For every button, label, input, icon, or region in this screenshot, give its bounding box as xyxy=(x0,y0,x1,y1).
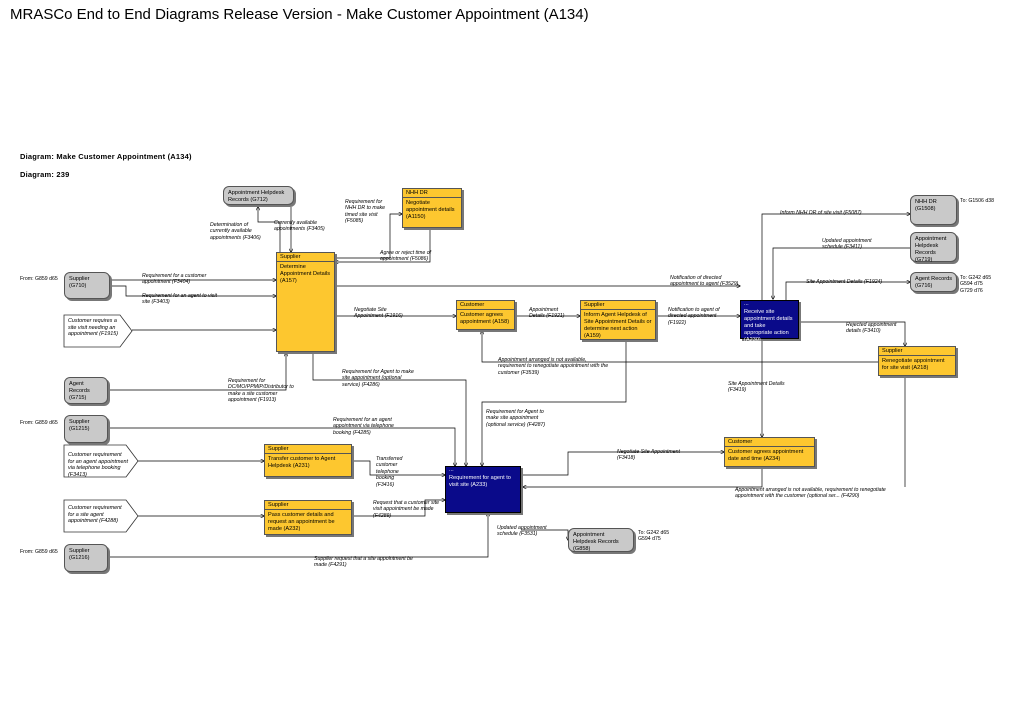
ref-from-g710: From: G859 d65 xyxy=(20,276,58,282)
flow-f3406: Determination of currently available app… xyxy=(210,222,261,241)
process-a231-role: Supplier xyxy=(265,445,351,454)
process-a232[interactable]: Supplier Pass customer details and reque… xyxy=(264,500,352,535)
external-e2[interactable]: Customer requirement for an agent appoin… xyxy=(68,452,128,478)
flow-f3403: Requirement for an agent to visit site (… xyxy=(142,293,217,306)
ref-to-g858: To: G242 d65 G594 d75 xyxy=(638,530,670,543)
ref-from-g1216: From: G859 d65 xyxy=(20,549,58,555)
flow-f3411: Updated appointment schedule (F3411) xyxy=(822,238,872,251)
external-e2-shape xyxy=(63,444,139,478)
process-a234-role: Customer xyxy=(725,438,814,447)
process-a218-text: Renegotiate appointment for site visit (… xyxy=(882,358,945,371)
process-a231-text: Transfer customer to Agent Helpdesk (A23… xyxy=(268,456,336,469)
process-a158[interactable]: Customer Customer agrees appointment (A1… xyxy=(456,300,515,330)
flow-f1922: Notification to agent of directed appoin… xyxy=(668,307,720,326)
external-e1-shape xyxy=(63,314,133,348)
store-supplier-g1215[interactable]: Supplier (G1215) xyxy=(64,415,108,443)
flow-f3529: Notification of directed appointment to … xyxy=(670,275,739,288)
ref-to-g716: To: G242 d65 G594 d75 G729 d76 xyxy=(960,275,992,294)
process-a159-text: Inform Agent Helpdesk of Site Appointmen… xyxy=(584,312,652,339)
flow-f4286: Requirement for Agent to make site appoi… xyxy=(342,369,414,388)
external-e1[interactable]: Customer requires a site visit needing a… xyxy=(68,318,119,338)
store-supplier-g1216[interactable]: Supplier (G1216) xyxy=(64,544,108,572)
page-title: MRASCo End to End Diagrams Release Versi… xyxy=(10,6,589,23)
process-a218-role: Supplier xyxy=(879,347,955,356)
process-a232-role: Supplier xyxy=(265,501,351,510)
flow-f3410: Rejected appointment details (F3410) xyxy=(846,322,897,335)
flow-f4285: Requirement for an agent appointment via… xyxy=(333,417,394,436)
flow-f3404: Requirement for a customer appointment (… xyxy=(142,273,207,286)
ref-to-g1508: To: G1506 d38 xyxy=(960,198,995,204)
process-a157[interactable]: Supplier Determine Appointment Details (… xyxy=(276,252,335,352)
store-supplier-g710[interactable]: Supplier (G710) xyxy=(64,272,110,299)
process-a159-role: Supplier xyxy=(581,301,655,310)
external-e3[interactable]: Customer requirement for a site agent ap… xyxy=(68,505,122,525)
store-helpdesk-g719[interactable]: Appointment Helpdesk Records (G719) xyxy=(910,232,957,263)
process-a218[interactable]: Supplier Renegotiate appointment for sit… xyxy=(878,346,956,376)
ref-from-g1215: From: G859 d65 xyxy=(20,420,58,426)
flow-f3418: Negotiate Site Appointment (F3418) xyxy=(617,449,680,462)
flow-f4291: Supplier request that a site appointment… xyxy=(314,556,413,569)
flow-f4287: Requirement for Agent to make site appoi… xyxy=(486,409,546,428)
process-a233[interactable]: ... Requirement for agent to visit site … xyxy=(445,466,521,513)
flow-f1916: Negotiate Site Appointment (F1916) xyxy=(354,307,403,320)
flow-f3539: Appointment arranged is not available, r… xyxy=(498,357,609,376)
process-a1150-role: NHH DR xyxy=(403,189,461,198)
process-a233-role: ... xyxy=(449,467,454,473)
flow-f1921: Appointment Details (F1921) xyxy=(529,307,565,320)
store-nhhdr-g1508[interactable]: NHH DR (G1508) xyxy=(910,195,957,225)
process-a230-role: ... xyxy=(744,301,749,307)
store-helpdesk-g858[interactable]: Appointment Helpdesk Records (G858) xyxy=(568,528,634,552)
flow-f4289: Request that a customer site visit appoi… xyxy=(373,500,440,519)
flow-f3416: Transferred customer telephone booking (… xyxy=(376,456,403,488)
process-a232-text: Pass customer details and request an app… xyxy=(268,512,335,532)
process-a234-text: Customer agrees appointment date and tim… xyxy=(728,449,804,462)
store-agent-g715[interactable]: Agent Records (G715) xyxy=(64,377,108,404)
process-a230[interactable]: ... Receive site appointment details and… xyxy=(740,300,799,343)
flow-f5086: Agree or reject time of appointment (F50… xyxy=(380,250,432,263)
diagram-heading: Diagram: Make Customer Appointment (A134… xyxy=(20,152,192,161)
flow-f1924: Site Appointment Details (F1924) xyxy=(806,279,883,285)
process-a158-text: Customer agrees appointment (A158) xyxy=(460,312,510,325)
flow-f5085: Requirement for NHH DR to make timed sit… xyxy=(345,199,386,225)
process-a159[interactable]: Supplier Inform Agent Helpdesk of Site A… xyxy=(580,300,656,340)
process-a1150-text: Negotiate appointment details (A1150) xyxy=(406,200,455,220)
store-helpdesk-g712[interactable]: Appointment Helpdesk Records (G712) xyxy=(223,186,294,205)
process-a157-role: Supplier xyxy=(277,253,334,262)
external-e3-shape xyxy=(63,499,139,533)
process-a157-text: Determine Appointment Details (A157) xyxy=(280,264,331,284)
process-a230-text: Receive site appointment details and tak… xyxy=(744,309,793,343)
flow-f5087: Inform NHH DR of site visit (F5087) xyxy=(780,210,862,216)
flow-f1913: Requirement for DC/MO/PPMIP/Distributor … xyxy=(228,378,294,404)
process-a233-text: Requirement for agent to visit site (A23… xyxy=(449,475,511,488)
flow-f3531: Updated appointment schedule (F3531) xyxy=(497,525,547,538)
flow-f3419: Site Appointment Details (F3419) xyxy=(728,381,785,394)
diagram-number: Diagram: 239 xyxy=(20,170,70,179)
process-a158-role: Customer xyxy=(457,301,514,310)
flow-f4290: Appointment arranged is not available, r… xyxy=(735,487,886,500)
process-a234[interactable]: Customer Customer agrees appointment dat… xyxy=(724,437,815,467)
flow-f3405: Currently available appointments (F3405) xyxy=(274,220,325,233)
store-agent-g716[interactable]: Agent Records (G716) xyxy=(910,272,957,292)
process-a1150[interactable]: NHH DR Negotiate appointment details (A1… xyxy=(402,188,462,228)
process-a231[interactable]: Supplier Transfer customer to Agent Help… xyxy=(264,444,352,477)
